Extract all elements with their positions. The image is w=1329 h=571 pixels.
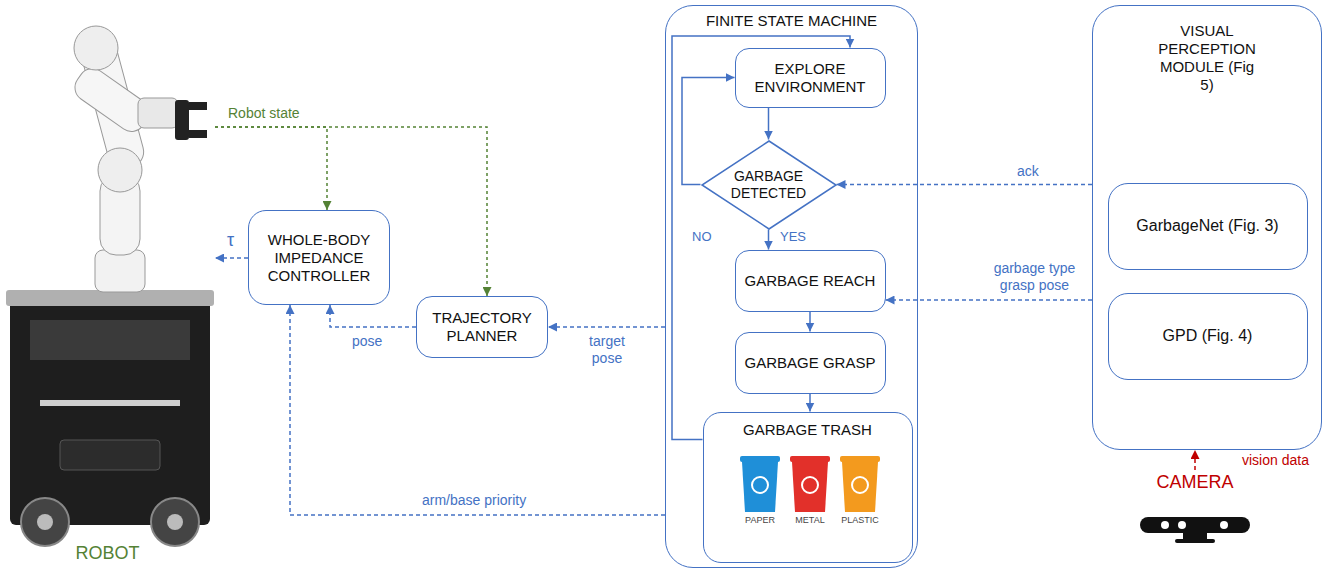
controller-box: WHOLE-BODY IMPEDANCE CONTROLLER [248,210,390,305]
robot-figure: ROBOT [0,0,215,571]
illustration-shape [1183,533,1207,539]
figure-caption: CAMERA [1156,472,1233,494]
robot-illustration [6,26,214,546]
illustration-shape [842,462,878,512]
node-text: FINITE STATE MACHINE [706,12,877,30]
node-text: GARBAGE DETECTED [724,168,814,202]
node-text: VISUAL PERCEPTION MODULE (Fig 5) [1155,22,1260,94]
illustration-shape [852,477,868,493]
illustration-shape [98,148,142,192]
connector-label: Robot state [226,105,302,122]
diamond-shape [702,141,836,229]
node-text: GPD (Fig. 4) [1163,326,1253,345]
illustration-shape [790,456,830,462]
illustration-shape [792,462,828,512]
connector-label: YES [778,229,808,245]
bin-caption: PLASTIC [830,515,890,526]
illustration-shape [74,26,118,70]
figure-caption: ROBOT [75,543,139,565]
connector-arrow [290,305,665,515]
connector-label: τ [225,230,236,252]
illustration-shape [1161,521,1169,529]
network-box: GPD (Fig. 4) [1108,293,1308,380]
node-text: GARBAGE TRASH [743,421,872,439]
node-text: GARBAGE GRASP [745,354,876,372]
process-box: GARBAGE REACH [735,250,886,312]
camera-figure: CAMERA [1110,470,1280,565]
connector-arrow [215,127,327,210]
illustration-shape [60,440,160,470]
connector-arrow [548,326,665,328]
connector-label: target pose [575,333,639,367]
node-text: GARBAGE REACH [745,272,876,290]
illustration-shape [138,98,178,128]
bin-caption: PAPER [730,515,790,526]
connector-label: NO [690,229,714,245]
bin-caption: METAL [780,515,840,526]
recycle-bin-icons [740,456,880,512]
illustration-shape [189,130,207,138]
process-box: GARBAGE GRASP [735,332,886,394]
connector-arrow [215,257,248,259]
process-box: EXPLORE ENVIRONMENT [735,48,886,108]
connector-arrow [886,299,1093,301]
node-text: WHOLE-BODY IMPEDANCE CONTROLLER [257,231,381,285]
trash-box: GARBAGE TRASH [703,412,913,563]
illustration-shape [740,456,780,462]
illustration-shape [742,462,778,512]
node-text: GarbageNet (Fig. 3) [1136,216,1278,235]
connector-label: pose [350,333,384,350]
illustration-shape [1140,517,1250,533]
illustration-shape [10,300,210,525]
illustration-shape [167,514,183,530]
illustration-shape [840,456,880,462]
illustration-shape [802,477,818,493]
illustration-shape [40,400,180,406]
connector-arrow [809,312,811,332]
illustration-shape [1178,521,1186,529]
connector-arrow [768,230,770,250]
node-text: TRAJECTORY PLANNER [425,309,539,345]
connector-arrow [768,108,770,140]
connector-arrow [809,394,811,412]
connector-arrow [837,184,1093,186]
connector-label: vision data [1240,452,1311,469]
decision-diamond: GARBAGE DETECTED [701,140,837,230]
node-text: EXPLORE ENVIRONMENT [744,60,877,96]
connector-arrow [1194,450,1196,470]
illustration-shape [37,514,53,530]
connector-arrow [672,36,850,440]
illustration-shape [21,498,69,546]
connector-arrow [215,127,487,296]
state-machine-container: FINITE STATE MACHINE EXPLORE ENVIRONMENT G… [665,5,918,568]
kinect-camera-icon [1140,517,1250,543]
illustration-shape [1175,539,1215,543]
illustration-shape [151,498,199,546]
connector-label: ack [1015,163,1041,180]
connector-label: arm/base priority [420,492,528,509]
network-box: GarbageNet (Fig. 3) [1108,183,1308,270]
illustration-shape [175,100,189,140]
illustration-shape [30,320,190,360]
illustration-shape [1220,521,1228,529]
connector-arrow [330,305,416,327]
perception-module-container: VISUAL PERCEPTION MODULE (Fig 5) GarbageN… [1092,5,1322,450]
illustration-shape [95,250,145,292]
illustration-shape [752,477,768,493]
connector-label: garbage type grasp pose [985,260,1084,294]
illustration-shape [189,102,207,110]
planner-box: TRAJECTORY PLANNER [416,296,548,358]
